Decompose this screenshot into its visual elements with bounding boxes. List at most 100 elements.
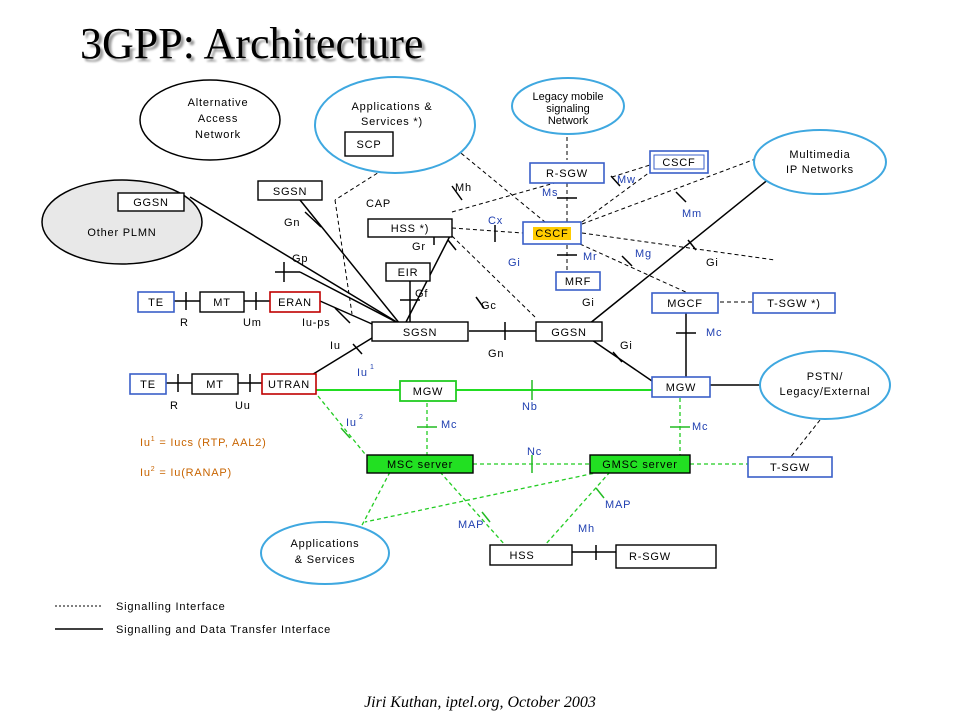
svg-text:R-SGW: R-SGW — [629, 551, 671, 563]
if-mr: Mr — [583, 251, 597, 263]
svg-text:GMSC server: GMSC server — [602, 459, 677, 471]
cloud-label-line: Access — [198, 113, 238, 125]
if-gf: Gf — [415, 288, 428, 300]
node-eir: EIR — [385, 262, 431, 282]
if-ms: Ms — [542, 187, 558, 199]
cloud-label-line: Applications — [291, 538, 360, 550]
node-mgw-left: MGW — [399, 380, 457, 402]
cloud-label-line: Services *) — [361, 116, 423, 128]
svg-text:MT: MT — [206, 379, 223, 391]
svg-text:T-SGW *): T-SGW *) — [767, 298, 820, 310]
svg-text:TE: TE — [140, 379, 156, 391]
if-gi-left: Gi — [508, 257, 521, 269]
cloud-label-line: signaling — [546, 103, 589, 115]
node-tsgw-bottom: T-SGW — [747, 456, 833, 478]
svg-text:GGSN: GGSN — [133, 197, 169, 209]
if-iu: Iu — [330, 340, 341, 352]
if-r-1: R — [180, 317, 189, 329]
slide-footer: Jiri Kuthan, iptel.org, October 2003 — [364, 694, 596, 711]
if-gi-low: Gi — [620, 340, 633, 352]
if-r-2: R — [170, 400, 179, 412]
cloud-label-line: IP Networks — [786, 164, 854, 176]
if-uu: Uu — [235, 400, 251, 412]
if-gn-top: Gn — [284, 217, 300, 229]
svg-text:MRF: MRF — [565, 276, 591, 288]
node-mt-2: MT — [191, 373, 239, 395]
node-msc-server: MSC server — [366, 454, 474, 474]
cloud-applications-services-top: Applications & Services *) — [314, 76, 476, 174]
cloud-pstn-legacy-external: PSTN/ Legacy/External — [759, 350, 891, 420]
node-sgsn-top: SGSN — [257, 180, 323, 201]
if-iu2-sup: 2 — [359, 414, 363, 421]
if-gr: Gr — [412, 241, 426, 253]
cloud-applications-services-bottom: Applications & Services — [260, 521, 390, 585]
interface-ticks — [177, 175, 697, 560]
if-nb: Nb — [522, 401, 538, 413]
cloud-label-line: Network — [195, 129, 241, 141]
svg-text:HSS *): HSS *) — [391, 223, 429, 235]
svg-text:EIR: EIR — [398, 267, 419, 279]
if-mg: Mg — [635, 248, 652, 260]
cloud-label-line: & Services — [295, 554, 356, 566]
node-mgw-right: MGW — [651, 376, 711, 398]
svg-text:MSC server: MSC server — [387, 459, 453, 471]
note-iu2: Iu2 = Iu(RANAP) — [140, 466, 232, 479]
node-ggsn-main: GGSN — [535, 321, 603, 342]
if-gp: Gp — [292, 253, 308, 265]
node-mrf: MRF — [555, 271, 601, 291]
cloud-label-line: Legacy/External — [780, 386, 871, 398]
svg-text:SGSN: SGSN — [403, 327, 437, 339]
svg-text:ERAN: ERAN — [278, 297, 312, 309]
legend: Signalling Interface Signalling and Data… — [55, 601, 331, 636]
note-iu1: Iu1 = Iucs (RTP, AAL2) — [140, 436, 267, 449]
node-cscf-center: CSCF — [522, 221, 582, 245]
svg-text:CSCF: CSCF — [662, 157, 695, 169]
if-gi-right: Gi — [706, 257, 719, 269]
cloud-label-line: Network — [548, 115, 589, 127]
svg-text:R-SGW: R-SGW — [546, 168, 588, 180]
cloud-label-line: Applications & — [352, 101, 433, 113]
cloud-label-line: Alternative — [188, 97, 249, 109]
svg-text:SGSN: SGSN — [273, 186, 307, 198]
svg-text:SCP: SCP — [356, 139, 381, 151]
node-eran: ERAN — [269, 291, 321, 313]
svg-text:TE: TE — [148, 297, 164, 309]
svg-text:T-SGW: T-SGW — [770, 462, 810, 474]
cloud-legacy-mobile-signaling: Legacy mobile signaling Network — [511, 77, 625, 135]
if-map-right: MAP — [605, 499, 631, 511]
node-hss-top: HSS *) — [367, 218, 453, 238]
if-iu1: Iu — [357, 367, 368, 379]
legend-signalling-data: Signalling and Data Transfer Interface — [116, 624, 331, 636]
if-mm: Mm — [682, 208, 702, 220]
node-gmsc-server: GMSC server — [589, 454, 691, 474]
node-te-2: TE — [129, 373, 167, 395]
interface-labels: CAP Gn Gp Mh Ms Mw Mm Cx Gr Gi Mr Mg Gi … — [170, 174, 722, 535]
node-scp: SCP — [344, 131, 394, 157]
if-mc-left: Mc — [441, 419, 457, 431]
legend-signalling: Signalling Interface — [116, 601, 226, 613]
if-mc-mgcf: Mc — [706, 327, 722, 339]
svg-text:MGW: MGW — [413, 386, 444, 398]
node-ggsn-other-plmn: GGSN — [117, 192, 185, 212]
svg-text:MT: MT — [213, 297, 230, 309]
node-tsgw-top: T-SGW *) — [752, 292, 836, 314]
iu-notes: Iu1 = Iucs (RTP, AAL2) Iu2 = Iu(RANAP) — [140, 436, 267, 479]
svg-text:MGCF: MGCF — [667, 298, 703, 310]
if-gn-mid: Gn — [488, 348, 504, 360]
if-mw: Mw — [617, 174, 636, 186]
node-hss-bottom: HSS — [489, 544, 573, 566]
node-cscf-right: CSCF — [649, 150, 709, 174]
if-nc: Nc — [527, 446, 542, 458]
if-um: Um — [243, 317, 262, 329]
if-mh-top: Mh — [455, 182, 472, 194]
svg-text:GGSN: GGSN — [551, 327, 587, 339]
svg-text:UTRAN: UTRAN — [268, 379, 310, 391]
cloud-label-line: Multimedia — [789, 149, 850, 161]
cloud-alternative-access-network: Alternative Access Network — [139, 79, 281, 161]
node-utran: UTRAN — [261, 373, 317, 395]
node-mgcf: MGCF — [651, 292, 719, 314]
node-mt-1: MT — [199, 291, 245, 313]
cloud-label-line: Legacy mobile — [533, 91, 604, 103]
cloud-multimedia-ip-networks: Multimedia IP Networks — [753, 129, 887, 195]
if-cap: CAP — [366, 198, 391, 210]
